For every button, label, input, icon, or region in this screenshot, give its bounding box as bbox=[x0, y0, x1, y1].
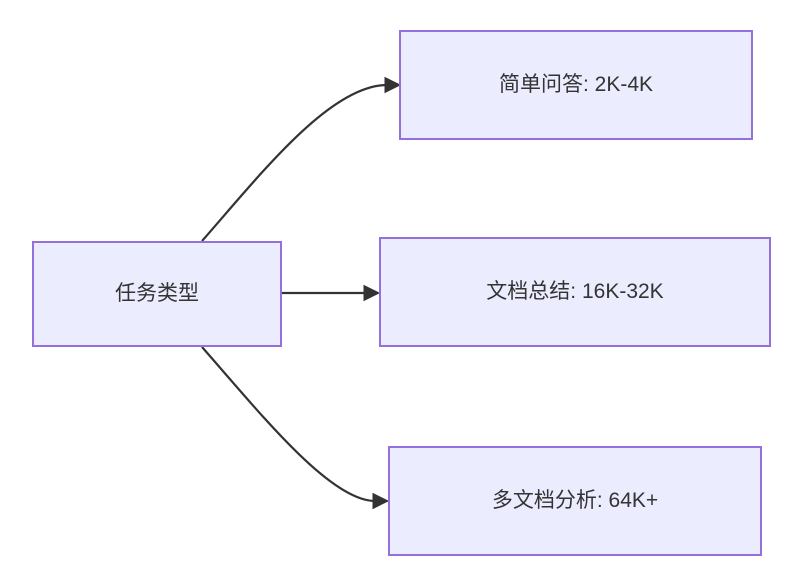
edge-task-type-to-simple-qa bbox=[201, 83, 388, 242]
node-doc-summary-label: 文档总结: 16K-32K bbox=[486, 280, 664, 304]
node-doc-summary: 文档总结: 16K-32K bbox=[379, 237, 771, 347]
node-task-type-label: 任务类型 bbox=[115, 282, 199, 306]
arrowhead-icon bbox=[363, 284, 381, 302]
arrowhead-icon bbox=[372, 492, 390, 510]
node-simple-qa: 简单问答: 2K-4K bbox=[399, 30, 753, 140]
node-task-type: 任务类型 bbox=[32, 241, 282, 347]
edge-task-type-to-multidoc bbox=[201, 346, 376, 503]
node-simple-qa-label: 简单问答: 2K-4K bbox=[498, 73, 654, 97]
arrowhead-icon bbox=[384, 76, 402, 94]
node-multidoc-analysis: 多文档分析: 64K+ bbox=[388, 446, 762, 556]
node-multidoc-analysis-label: 多文档分析: 64K+ bbox=[491, 489, 659, 513]
